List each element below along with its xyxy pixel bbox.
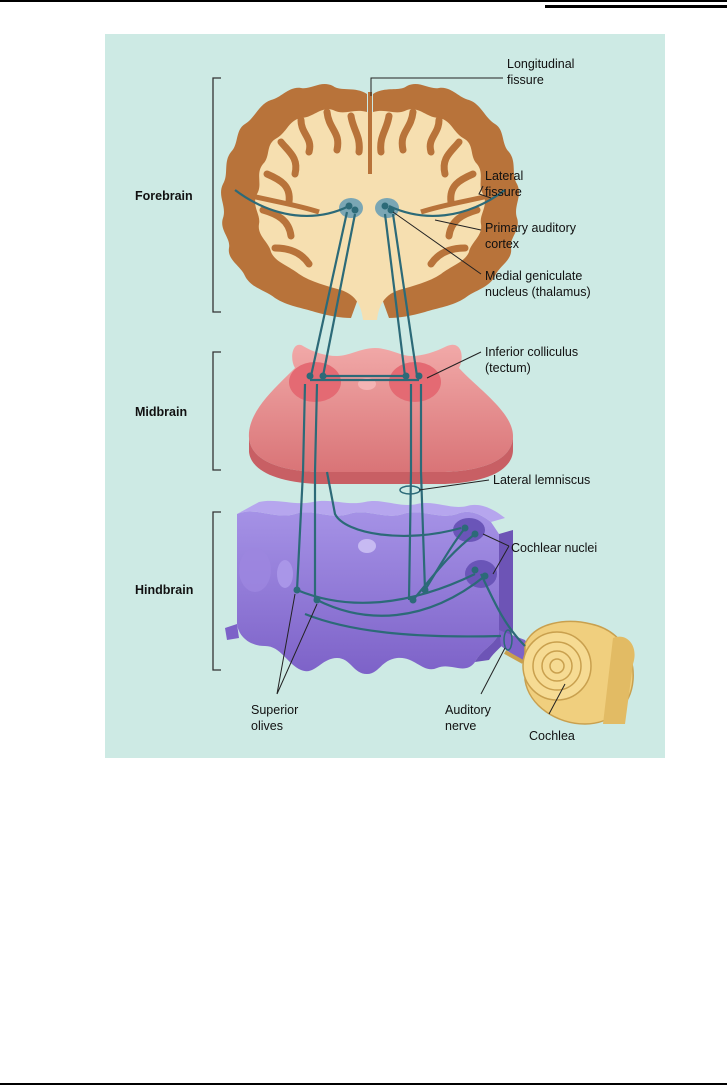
- forebrain-label: Forebrain: [135, 189, 193, 203]
- auditory-pathway-figure: Forebrain Midbrain Hindbrain Longitudina…: [105, 34, 665, 758]
- auditory-nerve-label-1: Auditory: [445, 703, 492, 717]
- auditory-nerve-label-2: nerve: [445, 719, 476, 733]
- medial-geniculate-label-1: Medial geniculate: [485, 269, 582, 283]
- inferior-colliculus-label-2: (tectum): [485, 361, 531, 375]
- hindbrain-label: Hindbrain: [135, 583, 193, 597]
- inferior-colliculus-label-1: Inferior colliculus: [485, 345, 578, 359]
- lateral-lemniscus-label: Lateral lemniscus: [493, 473, 590, 487]
- lateral-fissure-label-2: fissure: [485, 185, 522, 199]
- primary-auditory-cortex-label-2: cortex: [485, 237, 520, 251]
- superior-olives-label-2: olives: [251, 719, 283, 733]
- longitudinal-fissure-label-1: Longitudinal: [507, 57, 574, 71]
- cochlear-nuclei-label: Cochlear nuclei: [511, 541, 597, 555]
- medial-geniculate-label-2: nucleus (thalamus): [485, 285, 591, 299]
- cochlea-label: Cochlea: [529, 729, 575, 743]
- superior-olives-label-1: Superior: [251, 703, 298, 717]
- longitudinal-fissure-label-2: fissure: [507, 73, 544, 87]
- top-rule-accent: [545, 5, 727, 8]
- bottom-rule: [0, 1083, 727, 1085]
- top-rule: [0, 0, 727, 2]
- lateral-fissure-label-1: Lateral: [485, 169, 523, 183]
- primary-auditory-cortex-label-1: Primary auditory: [485, 221, 577, 235]
- forebrain-section: [221, 84, 519, 320]
- midbrain-label: Midbrain: [135, 405, 187, 419]
